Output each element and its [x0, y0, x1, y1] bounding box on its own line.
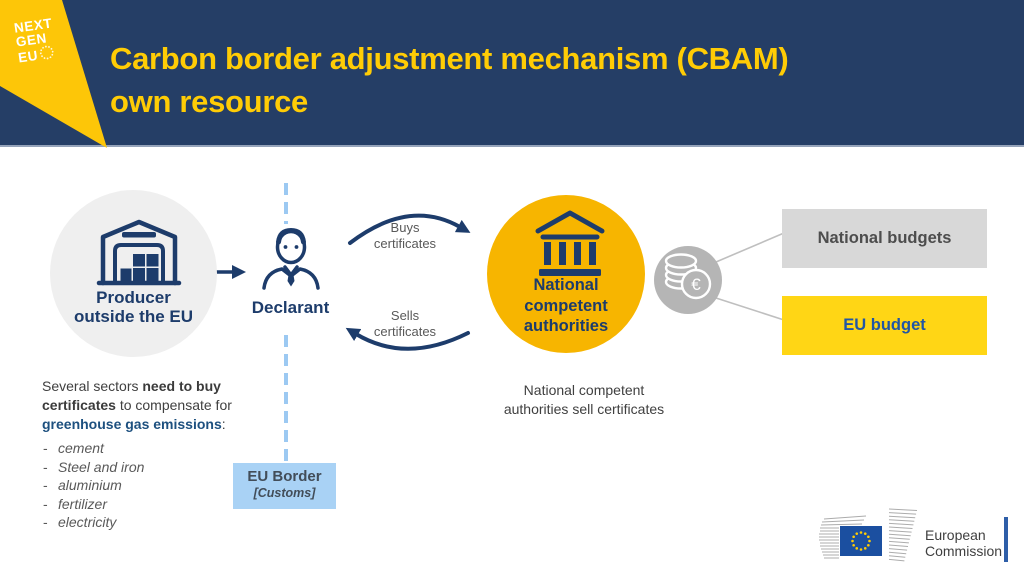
buys-certificates-label: Buys certificates	[373, 220, 437, 251]
nextgen-logo-line3: EU	[17, 43, 57, 65]
national-budgets-label: National budgets	[817, 229, 952, 247]
header-banner	[0, 0, 1024, 147]
declarant-person-icon	[262, 228, 320, 290]
euro-symbol: €	[691, 275, 701, 294]
nextgen-eu-logo: NEXT GEN EU	[13, 16, 57, 65]
sectors-text-block: Several sectors need to buy certificates…	[42, 377, 274, 532]
eu-border-subtitle: [Customs]	[253, 486, 316, 500]
national-budgets-box: National budgets	[782, 209, 987, 268]
national-authorities-circle: National competent authorities	[487, 195, 645, 353]
coins-to-eu-budget-line	[715, 297, 785, 321]
sells-certificates-label: Sells certificates	[373, 308, 437, 339]
sector-item: aluminium	[42, 476, 274, 495]
page-title: Carbon border adjustment mechanism (CBAM…	[110, 37, 789, 123]
nextgen-pennant	[0, 0, 107, 148]
ec-mural-icon	[819, 508, 918, 562]
declarant-label: Declarant	[251, 298, 330, 317]
eu-budget-box: EU budget	[782, 296, 987, 355]
eu-border-title: EU Border	[247, 468, 322, 485]
euro-coins-icon: €	[654, 246, 722, 314]
eu-budget-label: EU budget	[843, 316, 926, 334]
sector-item: fertilizer	[42, 495, 274, 514]
sectors-intro: Several sectors need to buy certificates…	[42, 378, 232, 432]
european-commission-logo: European Commission	[818, 506, 1018, 568]
page-title-line2: own resource	[110, 84, 308, 119]
eu-border-dash-line-bottom	[284, 335, 288, 461]
producer-circle: Producer outside the EU	[50, 190, 217, 357]
page-title-line1: Carbon border adjustment mechanism (CBAM…	[110, 41, 789, 76]
coins-to-national-budgets-line	[715, 232, 785, 263]
sector-item: Steel and iron	[42, 458, 274, 477]
producer-label: Producer outside the EU	[73, 288, 193, 326]
stars-circle-icon	[39, 45, 54, 60]
warehouse-icon	[96, 219, 182, 286]
sector-item: cement	[42, 439, 274, 458]
sector-item: electricity	[42, 513, 274, 532]
eu-border-dash-line-top	[284, 183, 288, 224]
authority-note: National competent authorities sell cert…	[503, 382, 665, 417]
ec-logo-text: European Commission	[925, 527, 1003, 559]
eu-border-box: EU Border [Customs]	[233, 463, 336, 509]
bank-icon	[535, 210, 605, 276]
sectors-list: cement Steel and iron aluminium fertiliz…	[42, 439, 274, 532]
eu-flag-icon	[840, 526, 882, 556]
ec-logo-bar	[1004, 517, 1008, 562]
national-authorities-label: National competent authorities	[523, 276, 609, 335]
